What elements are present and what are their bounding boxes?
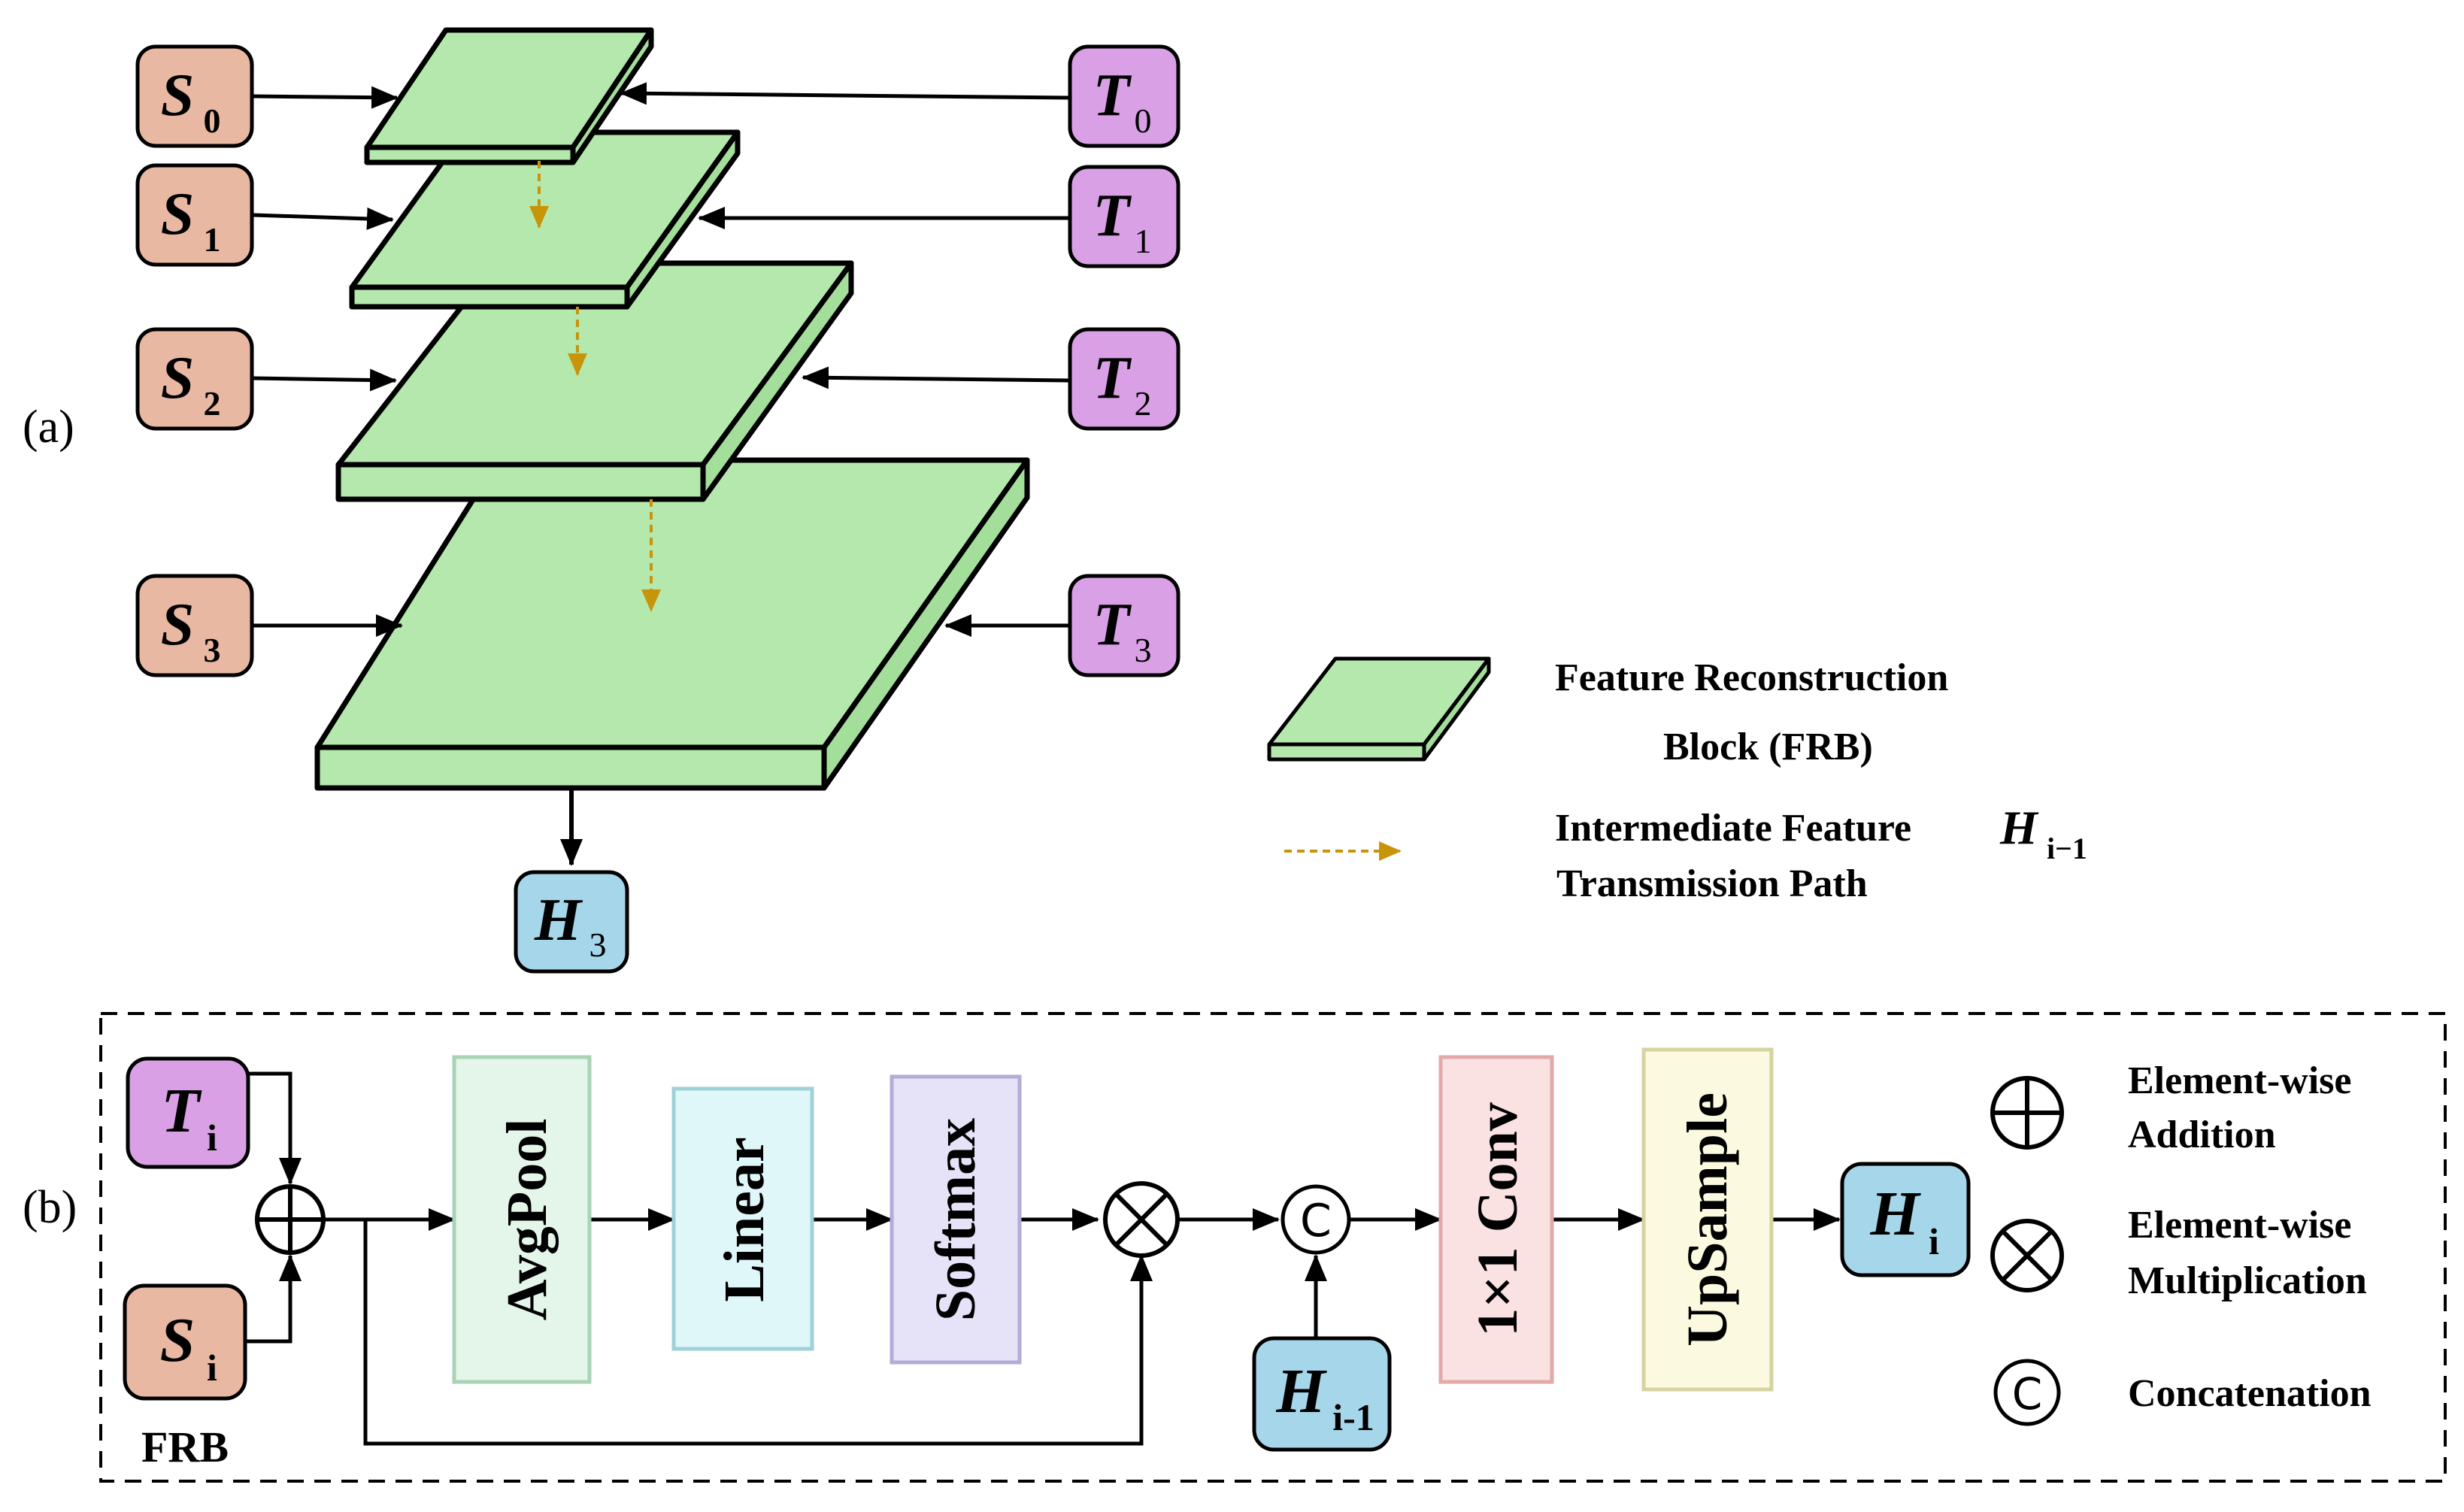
svg-text:1: 1 bbox=[1135, 222, 1152, 260]
legend-frb-line2: Block (FRB) bbox=[1663, 726, 1873, 768]
svg-text:0: 0 bbox=[204, 102, 221, 140]
svg-text:3: 3 bbox=[204, 631, 221, 669]
frb-slab-3 bbox=[314, 457, 1030, 791]
svg-text:UpSample: UpSample bbox=[1676, 1092, 1739, 1347]
t-node-1: T 1 bbox=[1068, 165, 1180, 268]
legend-mul-line1: Element-wise bbox=[2128, 1204, 2351, 1247]
s-node-1: S 1 bbox=[135, 163, 254, 267]
svg-text:Linear: Linear bbox=[713, 1137, 776, 1302]
svg-text:i: i bbox=[207, 1347, 217, 1389]
linear-block: Linear bbox=[671, 1086, 814, 1351]
legend-path-line1: Intermediate Feature bbox=[1555, 807, 1911, 850]
svg-text:S: S bbox=[161, 345, 195, 411]
legend-frb-line1: Feature Reconstruction bbox=[1555, 656, 1948, 699]
h-prev-node: H i-1 bbox=[1252, 1336, 1392, 1452]
svg-text:H: H bbox=[1869, 1179, 1921, 1249]
t-node-3: T 3 bbox=[1068, 574, 1180, 677]
upsample-block: UpSample bbox=[1641, 1047, 1774, 1392]
frb-slab-0 bbox=[364, 27, 654, 165]
legend-add-line1: Element-wise bbox=[2128, 1059, 2351, 1102]
hi-output-node: H i bbox=[1840, 1162, 1971, 1277]
s-input-arrows bbox=[253, 86, 403, 637]
t-input-arrows bbox=[620, 82, 1069, 637]
svg-text:Softmax: Softmax bbox=[924, 1118, 987, 1321]
h3-output-node: H 3 bbox=[514, 870, 629, 974]
panel-b-label: (b) bbox=[23, 1182, 77, 1233]
svg-text:1: 1 bbox=[204, 220, 221, 259]
svg-text:3: 3 bbox=[1135, 631, 1152, 669]
svg-text:3: 3 bbox=[589, 926, 607, 964]
svg-text:AvgPool: AvgPool bbox=[496, 1119, 559, 1321]
avgpool-block: AvgPool bbox=[452, 1055, 592, 1384]
legend-mul-line2: Multiplication bbox=[2128, 1259, 2367, 1302]
svg-text:2: 2 bbox=[204, 384, 221, 423]
svg-text:i: i bbox=[1929, 1220, 1939, 1262]
concatenation-node: C bbox=[1280, 1184, 1351, 1255]
svg-text:T: T bbox=[1093, 592, 1132, 658]
legend-add-line2: Addition bbox=[2128, 1114, 2276, 1156]
softmax-block: Softmax bbox=[890, 1074, 1022, 1365]
svg-text:T: T bbox=[1093, 62, 1132, 129]
svg-text:S: S bbox=[161, 592, 195, 658]
svg-text:i-1: i-1 bbox=[1332, 1396, 1374, 1438]
svg-text:i: i bbox=[207, 1117, 217, 1159]
legend-path-line2: Transmission Path bbox=[1556, 862, 1868, 905]
frb-slab-2 bbox=[335, 260, 854, 502]
s-node-3: S 3 bbox=[135, 574, 254, 677]
legend-concat: Concatenation bbox=[2128, 1372, 2372, 1415]
svg-text:T: T bbox=[1093, 345, 1132, 411]
legend-path-var-sub: i−1 bbox=[2047, 832, 2087, 865]
svg-text:0: 0 bbox=[1135, 102, 1152, 140]
conv-block: 1×1 Conv bbox=[1438, 1055, 1554, 1384]
legend-multiplication-icon bbox=[1990, 1219, 2064, 1292]
svg-text:2: 2 bbox=[1135, 384, 1152, 423]
frb-label: FRB bbox=[141, 1423, 229, 1471]
svg-text:C: C bbox=[2012, 1368, 2043, 1420]
frb-detail-frame bbox=[99, 1012, 2447, 1483]
si-node: S i bbox=[123, 1283, 247, 1401]
svg-text:S: S bbox=[160, 1305, 195, 1375]
svg-text:C: C bbox=[1300, 1195, 1332, 1247]
elementwise-addition-node bbox=[255, 1184, 326, 1255]
elementwise-multiplication-node bbox=[1103, 1181, 1180, 1258]
panel-b-connections bbox=[245, 1071, 1841, 1446]
svg-text:H: H bbox=[534, 887, 583, 953]
legend-concatenation-icon: C bbox=[1993, 1359, 2061, 1426]
svg-text:T: T bbox=[161, 1076, 202, 1146]
legend-addition-icon bbox=[1990, 1076, 2064, 1150]
svg-text:S: S bbox=[161, 62, 195, 129]
panel-a-label: (a) bbox=[23, 401, 74, 453]
svg-text:S: S bbox=[161, 181, 195, 247]
svg-text:1×1 Conv: 1×1 Conv bbox=[1466, 1102, 1529, 1336]
legend-path-var: H bbox=[1999, 801, 2039, 854]
intermediate-feature-arrows bbox=[529, 161, 661, 612]
t-node-0: T 0 bbox=[1068, 44, 1180, 148]
svg-text:H: H bbox=[1275, 1356, 1327, 1426]
s-node-2: S 2 bbox=[135, 327, 254, 431]
t-node-2: T 2 bbox=[1068, 327, 1180, 431]
ti-node: T i bbox=[126, 1056, 250, 1169]
legend-frb-icon bbox=[1267, 656, 1491, 762]
s-node-0: S 0 bbox=[135, 44, 254, 148]
svg-text:T: T bbox=[1093, 183, 1132, 249]
